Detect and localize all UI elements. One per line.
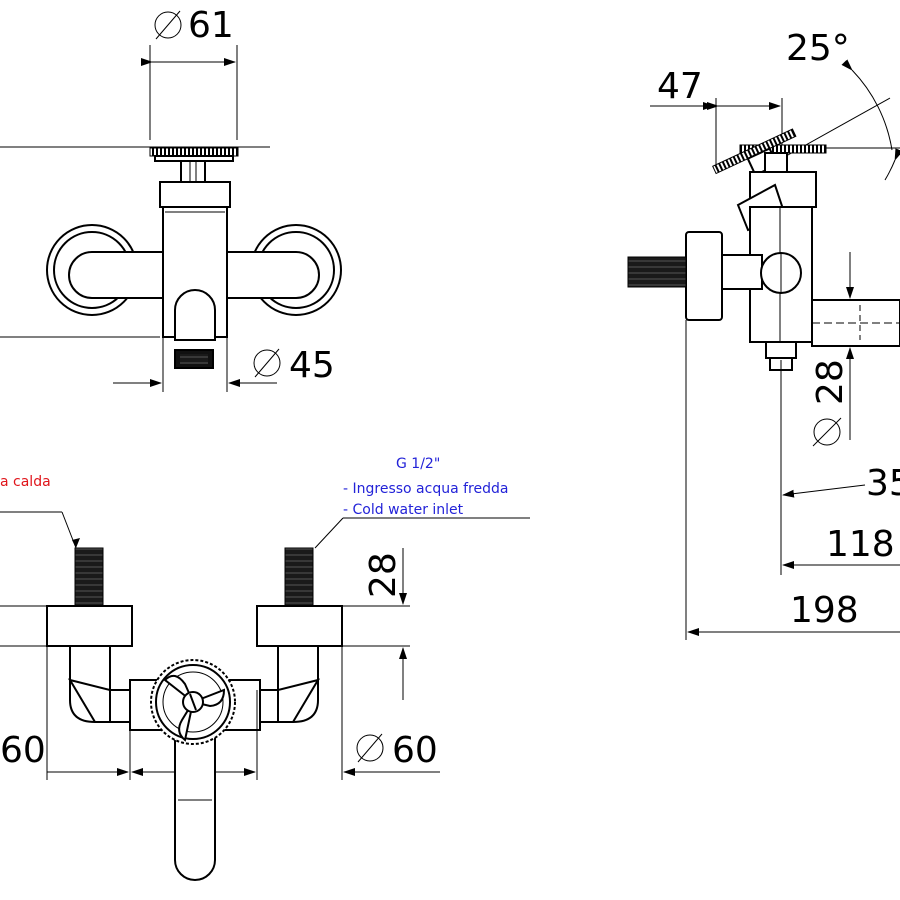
- dim-198-text: 198: [790, 590, 859, 631]
- dim-60-left-text: 60: [0, 730, 46, 771]
- diameter-symbol-icon: [813, 418, 841, 446]
- diameter-45-label: 45: [253, 345, 335, 386]
- hot-inlet-thread: [74, 547, 104, 607]
- diameter-symbol-icon: [253, 349, 281, 377]
- right-handle: [221, 224, 342, 316]
- front-view: 61: [0, 5, 342, 392]
- dim-118-text: 118: [826, 524, 895, 565]
- dim-45-text: 45: [289, 345, 335, 386]
- cold-inlet-thread: [284, 547, 314, 607]
- spout: [174, 729, 216, 881]
- hot-inlet-note: a calda: [0, 474, 51, 490]
- dim-35-text: 35: [866, 463, 900, 504]
- diameter-symbol-icon: [154, 11, 182, 39]
- diameter-symbol-icon: [356, 734, 384, 762]
- dim-60-right-text: 60: [392, 730, 438, 771]
- handwheel-knurl: [149, 147, 239, 157]
- angle-25-text: 25°: [786, 28, 850, 69]
- valve-bonnet: [159, 181, 231, 208]
- cold-inlet-note-en: - Cold water inlet: [343, 502, 464, 518]
- handwheel-top: [150, 659, 236, 745]
- side-view: 47 25°: [627, 28, 900, 640]
- spout: [174, 289, 216, 341]
- diameter-28-label: 28: [810, 359, 851, 447]
- dim-28-side-text: 28: [810, 359, 851, 405]
- dim-28-bottom-text: 28: [363, 552, 404, 598]
- cold-thread-note: G 1/2": [396, 456, 440, 472]
- left-handle: [46, 224, 166, 316]
- cold-inlet-note-it: - Ingresso acqua fredda: [343, 481, 508, 497]
- diameter-60-right-label: 60: [356, 730, 438, 771]
- top-view: a calda G 1/2" - Ingresso acqua fredda -…: [0, 456, 530, 881]
- diameter-61-label: 61: [154, 5, 234, 46]
- dim-61-text: 61: [188, 5, 234, 46]
- dim-47-text: 47: [657, 66, 703, 107]
